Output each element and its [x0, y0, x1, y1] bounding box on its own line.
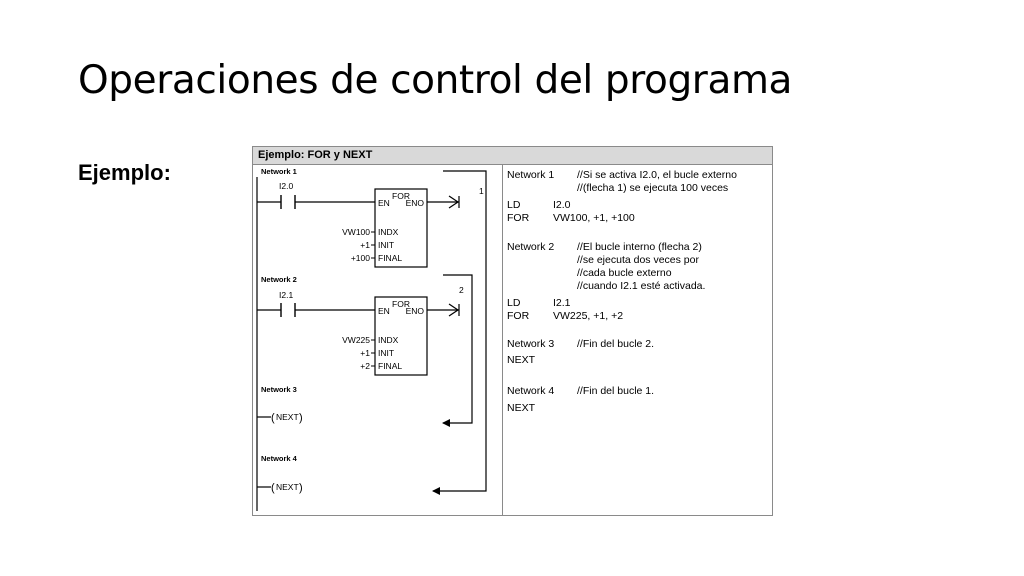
for-box-1-title: FOR	[392, 191, 410, 201]
network-1-label: Network 1	[261, 167, 297, 176]
next-coil-2: ( NEXT )	[257, 482, 303, 494]
svg-text:(: (	[271, 482, 275, 494]
for-next-figure: Ejemplo: FOR y NEXT Network 1 I2.0 FOR	[252, 146, 773, 516]
network-3-label: Network 3	[261, 385, 297, 394]
svg-text:): )	[299, 482, 303, 494]
for-box-1-final-pin: FINAL	[378, 253, 402, 263]
for-box-1-init-value: +1	[360, 240, 370, 250]
svg-text:): )	[299, 412, 303, 424]
for-box-2-title: FOR	[392, 299, 410, 309]
for-box-1-final-value: +100	[351, 253, 370, 263]
next-coil-1: ( NEXT )	[257, 412, 303, 424]
network-4-label: Network 4	[261, 454, 298, 463]
for-box-1-eno: ENO	[406, 198, 425, 208]
next-coil-1-label: NEXT	[276, 412, 299, 422]
for-box-2-final-pin: FINAL	[378, 361, 402, 371]
contact-i21-label: I2.1	[279, 290, 293, 300]
svg-text:(: (	[271, 412, 275, 424]
for-box-2-eno: ENO	[406, 306, 425, 316]
for-box-2-init-pin: INIT	[378, 348, 394, 358]
for-box-2-indx-value: VW225	[342, 335, 370, 345]
for-box-1-en: EN	[378, 198, 390, 208]
ladder-diagram: Network 1 I2.0 FOR EN ENO INDX INIT FINA…	[256, 167, 487, 511]
for-box-1-indx-pin: INDX	[378, 227, 399, 237]
contact-i21	[257, 303, 375, 317]
loop-arrow-1	[432, 170, 487, 495]
arrow-2-label: 2	[459, 285, 464, 295]
for-box-1: FOR EN ENO INDX INIT FINAL VW100 +1 +100	[342, 188, 460, 268]
arrow-1-label: 1	[479, 186, 484, 196]
example-label: Ejemplo:	[78, 160, 171, 185]
loop-arrow-2	[442, 274, 473, 427]
figure-divider	[502, 165, 503, 515]
for-box-2: FOR EN ENO INDX INIT FINAL VW225 +1 +2	[342, 296, 460, 376]
for-box-2-indx-pin: INDX	[378, 335, 399, 345]
for-box-1-indx-value: VW100	[342, 227, 370, 237]
next-coil-2-label: NEXT	[276, 482, 299, 492]
network-2-label: Network 2	[261, 275, 297, 284]
slide-title: Operaciones de control del programa	[78, 58, 793, 103]
for-box-2-final-value: +2	[360, 361, 370, 371]
for-box-2-init-value: +1	[360, 348, 370, 358]
for-box-1-init-pin: INIT	[378, 240, 394, 250]
figure-header: Ejemplo: FOR y NEXT	[253, 147, 772, 165]
contact-i20-label: I2.0	[279, 181, 293, 191]
contact-i20	[257, 195, 375, 209]
for-box-2-en: EN	[378, 306, 390, 316]
